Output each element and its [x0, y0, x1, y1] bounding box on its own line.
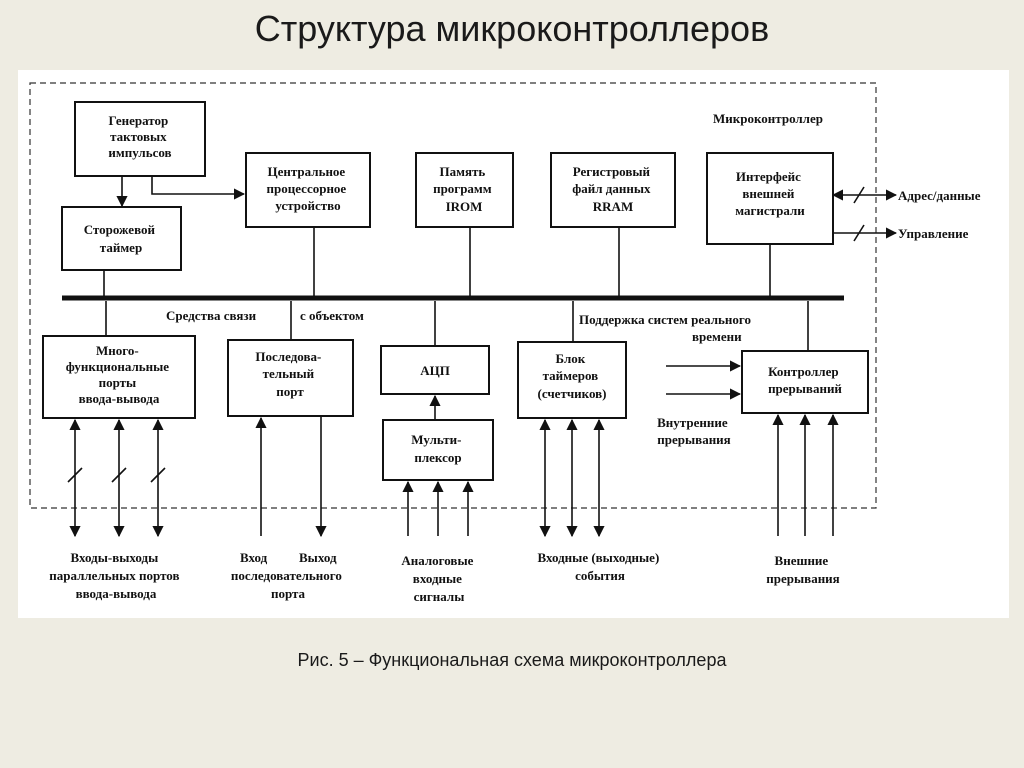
io-line-3-slash	[150, 467, 166, 483]
microcontroller-label: Микроконтроллер	[713, 111, 823, 126]
interrupt-controller-block	[741, 350, 869, 414]
events-bottom-label: Входные (выходные) события	[537, 550, 662, 583]
adc-label: АЦП	[420, 363, 450, 378]
io-ports-block	[42, 335, 196, 419]
io-ports-label: Много- функциональные порты ввода-вывода	[66, 343, 173, 406]
rram-label: Регистровый файл данных RRAM	[572, 164, 654, 214]
addr-data-label: Адрес/данные	[898, 188, 981, 203]
microcontroller-boundary	[29, 82, 877, 509]
timers-block	[517, 341, 627, 419]
cpu-block	[245, 152, 371, 228]
internal-irq-label: Внутренние прерывания	[657, 415, 731, 447]
addr-data-bus-slash	[853, 186, 865, 204]
serial-bottom-label: последовательного порта	[231, 568, 345, 601]
figure-caption: Рис. 5 – Функциональная схема микроконтр…	[297, 650, 727, 670]
watchdog-timer-label: Сторожевой таймер	[84, 222, 159, 255]
analog-bottom-label: Аналоговые входные сигналы	[401, 553, 476, 604]
clock-generator-label: Генератор тактовых импульсов	[108, 113, 171, 160]
io-bottom-label: Входы-выходы параллельных портов ввода-в…	[49, 550, 182, 601]
slide-title: Структура микроконтроллеров	[254, 8, 770, 49]
cpu-label: Центральное процессорное устройство	[267, 164, 350, 213]
multiplexer-block	[382, 419, 494, 481]
adc-block	[380, 345, 490, 395]
object-link-label-2: с объектом	[300, 308, 364, 323]
diagram-figure: Микроконтроллер Генератор тактовых импул…	[18, 70, 1009, 618]
clock-generator-block	[74, 101, 206, 177]
irom-block	[415, 152, 514, 228]
interrupt-controller-label: Контроллер прерываний	[768, 364, 842, 396]
ext-irq-bottom-label: Внешние прерывания	[766, 553, 839, 586]
multiplexer-label: Мульти- плексор	[411, 432, 464, 465]
io-line-1-slash	[67, 467, 83, 483]
control-bus-slash	[853, 224, 865, 242]
watchdog-timer-block	[61, 206, 182, 271]
serial-port-label: Последова- тельный порт	[255, 349, 324, 399]
realtime-label-1: Поддержка систем реального	[579, 312, 751, 327]
control-label: Управление	[898, 226, 969, 241]
serial-in-label: Вход	[240, 550, 268, 565]
io-line-2-slash	[111, 467, 127, 483]
serial-out-label: Выход	[299, 550, 337, 565]
realtime-label-2: времени	[692, 329, 742, 344]
microcontroller-diagram: Микроконтроллер Генератор тактовых импул…	[29, 82, 981, 604]
object-link-label-1: Средства связи	[166, 308, 257, 323]
rram-block	[550, 152, 676, 228]
irom-label: Память программ IROM	[433, 164, 495, 214]
bus-interface-label: Интерфейс внешней магистрали	[735, 169, 805, 218]
timers-label: Блок таймеров (счетчиков)	[538, 351, 607, 401]
clock-to-cpu-arrow	[151, 176, 246, 200]
serial-port-block	[227, 339, 354, 417]
